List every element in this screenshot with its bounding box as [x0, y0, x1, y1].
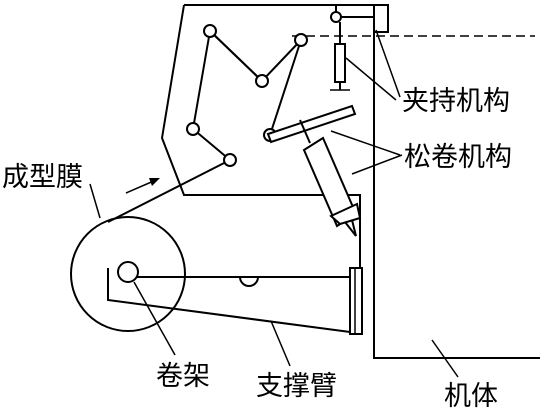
roller-5 — [223, 153, 237, 167]
film-direction-arrowhead — [149, 178, 160, 186]
label-machine-body: 机体 — [444, 381, 498, 412]
label-clamp-mechanism: 夹持机构 — [402, 86, 510, 117]
roller-1 — [203, 24, 217, 38]
roller-4 — [186, 122, 200, 136]
reel-hub — [117, 261, 139, 283]
film-path-cross — [209, 30, 263, 82]
label-support-arm: 支撑臂 — [256, 371, 337, 402]
label-unwind-mechanism: 松卷机构 — [404, 142, 512, 173]
unwind-mechanism — [266, 104, 362, 237]
film-reel — [70, 216, 186, 332]
film-to-reel — [107, 159, 231, 223]
leader-lines — [89, 29, 459, 378]
label-reel-stand: 卷架 — [156, 361, 210, 392]
clamp-mechanism — [330, 4, 389, 91]
label-forming-film: 成型膜 — [2, 162, 83, 193]
roller-2 — [255, 74, 269, 88]
machine-frame — [160, 4, 540, 359]
film-path-left — [191, 30, 231, 161]
support-arm — [107, 267, 363, 335]
roller-3 — [294, 33, 308, 47]
